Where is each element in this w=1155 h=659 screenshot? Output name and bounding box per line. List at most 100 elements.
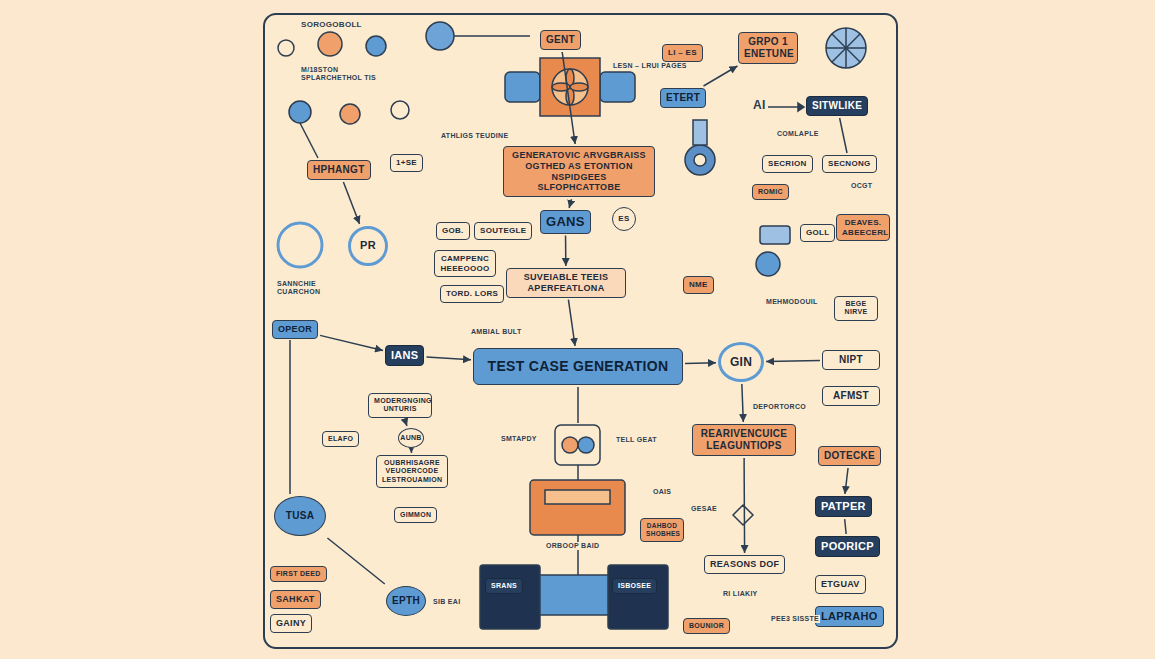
sunburst — [826, 28, 866, 68]
process-box: GOLL — [800, 224, 835, 242]
hub-icon — [555, 387, 600, 480]
note-label: TELL GEAT — [615, 436, 658, 444]
circle-node: ES — [612, 207, 636, 231]
process-box: SRANS — [485, 578, 523, 594]
process-box: DOTECKE — [818, 446, 881, 466]
connector — [685, 362, 716, 364]
note-label: PEE3 SISSTE — [770, 615, 820, 623]
node-text: ES — [618, 214, 629, 224]
wire — [289, 340, 291, 494]
node-text: OUBRHISAGRE VEUOERCODE LESTROUAMION — [382, 459, 442, 484]
node-text: CAMPPENC HEEEOOOO — [440, 254, 490, 273]
connector — [743, 458, 745, 553]
node-text: BEGE NIRVE — [840, 300, 872, 317]
process-box: NIPT — [822, 350, 880, 370]
node-text: HPHANGT — [313, 164, 365, 176]
node-text: FIRST DEED — [276, 570, 321, 578]
node-dot — [578, 437, 594, 453]
server-link — [540, 575, 608, 615]
circle-node: AUNB — [398, 428, 424, 448]
node-text: LI – ES — [668, 48, 697, 58]
node-text: IANS — [391, 349, 418, 362]
node-text: AUNB — [400, 434, 421, 442]
cylinder — [600, 72, 635, 102]
node-text: SECNONG — [828, 159, 871, 169]
node-text: EPTH — [392, 595, 420, 607]
node-text: DAHBOD SHOBHES — [646, 522, 678, 538]
note-label: SANNCHIE CUARCHON — [276, 280, 338, 297]
note-label: LESN – LRUI PAGES — [612, 62, 688, 70]
device — [760, 226, 790, 244]
connector — [569, 199, 571, 208]
node-text: SOUTEGLE — [480, 226, 526, 236]
process-box: OPEOR — [272, 320, 318, 339]
note-label: SIB EAI — [432, 598, 461, 606]
process-box: TORD. LORS — [440, 285, 504, 303]
node-text: 1+SE — [396, 158, 417, 168]
node-text: BOUNIOR — [689, 622, 724, 630]
node-text: SITWLIKE — [812, 100, 862, 112]
process-box: IANS — [385, 345, 424, 366]
note-label: RI LIAKIY — [722, 590, 759, 598]
hub — [694, 154, 706, 166]
node-text: ROMIC — [758, 188, 783, 196]
process-box: SITWLIKE — [806, 96, 868, 116]
process-box: ETERT — [660, 88, 706, 108]
node-dot — [562, 437, 578, 453]
process-box: ETGUAV — [815, 575, 866, 594]
process-box: HPHANGT — [307, 160, 371, 180]
connector — [320, 335, 383, 350]
panel — [545, 490, 610, 504]
server — [608, 565, 668, 629]
panel — [264, 14, 897, 648]
ring — [278, 223, 322, 267]
bottom-machine — [480, 480, 668, 629]
node-text: MODERGNGING UNTURIS — [374, 397, 426, 414]
node-text: TEST CASE GENERATION — [488, 358, 669, 375]
connector — [845, 519, 846, 534]
process-box: MODERGNGING UNTURIS — [368, 393, 432, 418]
note-label: GESAE — [690, 505, 718, 513]
node-text: GIMMON — [400, 511, 431, 519]
icon — [340, 104, 360, 124]
connector — [426, 357, 471, 360]
process-box: PATPER — [815, 496, 872, 517]
note-label: SOROGOBOLL — [300, 20, 363, 30]
process-box: GENERATOVIC ARVGBRAISS OGTHED AS ETONTIO… — [503, 146, 655, 197]
note-label: M/18STON SPLARCHETHOL TIS — [300, 66, 382, 83]
process-box: REASONS DOF — [704, 555, 785, 574]
node-text: GENERATOVIC ARVGBRAISS OGTHED AS ETONTIO… — [509, 150, 649, 193]
circle-node: PR — [348, 226, 388, 266]
note-label: COMLAPLE — [776, 130, 820, 138]
node-text: NIPT — [828, 354, 874, 366]
node-text: REASONS DOF — [710, 559, 779, 570]
process-box: SUVEIABLE TEEIS APERFEATLONA — [506, 268, 626, 298]
note-label: ATHLIGS TEUDINE — [440, 132, 509, 140]
icon — [278, 40, 294, 56]
shaft — [693, 120, 707, 145]
process-box: OUBRHISAGRE VEUOERCODE LESTROUAMION — [376, 455, 448, 488]
note-label: SMTAPDY — [500, 435, 538, 443]
node-text: NME — [689, 280, 708, 290]
node-text: ISBOSEE — [618, 582, 651, 590]
wire — [577, 535, 579, 575]
connector — [766, 360, 820, 362]
connector — [565, 236, 567, 266]
note-label: MEHMODOUIL — [765, 298, 819, 306]
node-text: GRPO 1 ENETUNE — [744, 36, 792, 60]
icon — [318, 32, 342, 56]
cylinder — [505, 72, 540, 102]
node-text: GENT — [546, 34, 575, 46]
server — [480, 565, 540, 629]
process-box: BEGE NIRVE — [834, 296, 878, 321]
process-box: ELAFO — [322, 431, 359, 447]
icon — [366, 36, 386, 56]
process-box: GRPO 1 ENETUNE — [738, 32, 798, 64]
node-text: GIN — [730, 355, 752, 369]
note-label: AMBIAL BULT — [470, 328, 522, 336]
pointer — [768, 106, 798, 108]
process-box: GANS — [540, 210, 591, 234]
note-label: OCGT — [850, 182, 873, 190]
